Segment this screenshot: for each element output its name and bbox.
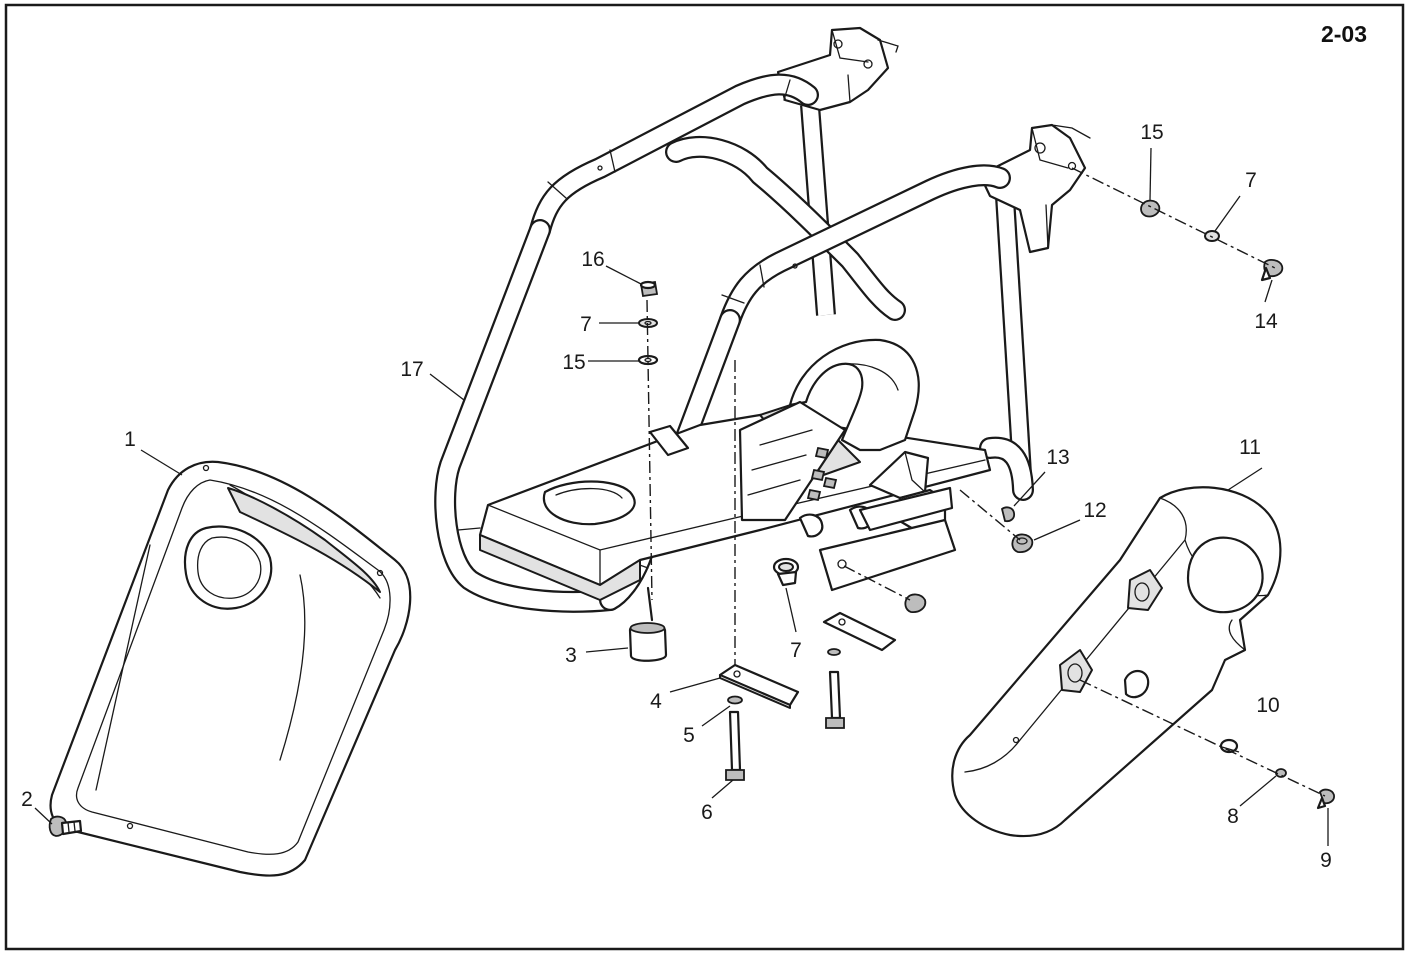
callout-4: 4 [650, 690, 662, 713]
part-6-bolt[interactable] [725, 710, 745, 781]
callout-1: 1 [124, 428, 136, 451]
callout-15-left: 15 [562, 351, 585, 374]
part-14-bolt[interactable] [1260, 259, 1284, 282]
part-1-front-cover[interactable] [49, 460, 412, 877]
callout-8: 8 [1227, 805, 1239, 828]
part-9-screw[interactable] [1316, 788, 1335, 810]
callout-13: 13 [1046, 446, 1069, 469]
callout-5: 5 [683, 724, 695, 747]
callout-7-right: 7 [1245, 169, 1257, 192]
part-4-plate[interactable] [718, 663, 800, 709]
leader-lines [34, 147, 1329, 846]
callout-10: 10 [1256, 694, 1279, 717]
part-13-fastener[interactable] [1000, 506, 1016, 523]
callout-16: 16 [581, 248, 604, 271]
callout-7-upper-left: 7 [580, 313, 592, 336]
callout-7-center: 7 [790, 639, 802, 662]
callout-2: 2 [21, 788, 33, 811]
assembly-axis-lines [646, 167, 1326, 797]
part-7-washer-right[interactable] [1204, 230, 1220, 242]
part-2-screw[interactable] [48, 815, 83, 837]
callout-17: 17 [400, 358, 423, 381]
callout-11: 11 [1239, 436, 1261, 459]
callout-3: 3 [565, 644, 577, 667]
part-12-fastener[interactable] [904, 533, 1034, 613]
callout-15-right: 15 [1140, 121, 1163, 144]
part-17-frame[interactable] [434, 26, 1091, 613]
callout-14: 14 [1254, 310, 1278, 333]
part-5-washer[interactable] [727, 695, 743, 705]
callout-12: 12 [1083, 499, 1106, 522]
part-7-plug[interactable] [772, 557, 800, 587]
part-16-nut[interactable] [639, 280, 659, 298]
part-3-rubber-mount[interactable] [628, 586, 668, 662]
part-11-belt-guard[interactable] [951, 486, 1282, 838]
page-number: 2-03 [1321, 21, 1367, 47]
center-plate-and-bolt [822, 611, 897, 729]
callout-6: 6 [701, 801, 713, 824]
part-15-lockwasher-right[interactable] [1140, 199, 1161, 218]
callout-9: 9 [1320, 849, 1332, 872]
callout-labels: 1 2 3 4 5 6 7 7 7 8 9 10 11 12 13 14 15 … [21, 121, 1332, 872]
